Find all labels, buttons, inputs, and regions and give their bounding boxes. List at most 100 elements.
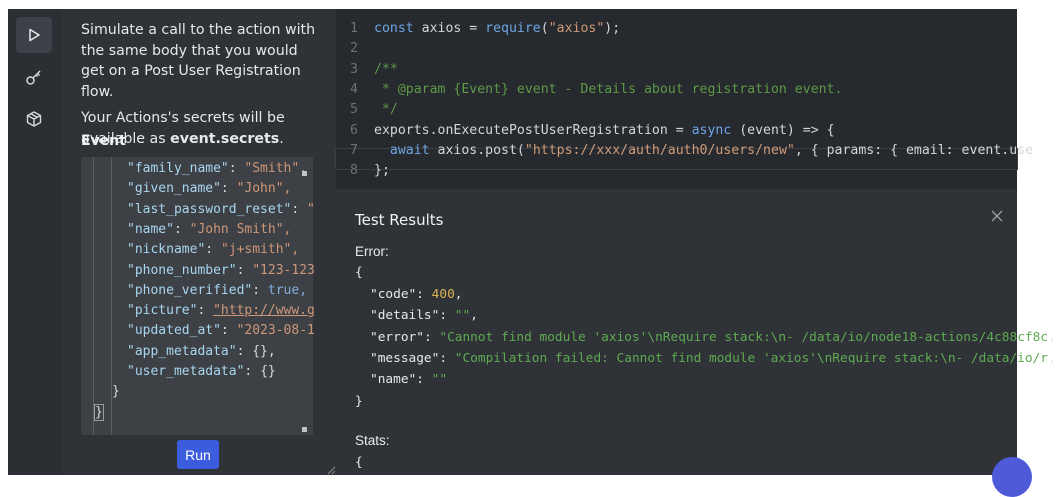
- code-string: "https://xxx/auth/auth0/users/new": [524, 142, 795, 158]
- key-icon: [26, 70, 41, 85]
- code-keyword: require: [485, 21, 541, 36]
- result-entry: "name": "": [355, 369, 1015, 390]
- result-key: "name": [370, 372, 417, 388]
- test-panel: Simulate a call to the action with the s…: [61, 9, 336, 475]
- result-key: "error": [370, 329, 424, 345]
- result-entry: "message": "Compilation failed: Cannot f…: [355, 348, 1056, 369]
- json-value: {},: [252, 343, 276, 359]
- line-number: 7: [350, 142, 358, 158]
- json-colon: :: [236, 343, 253, 359]
- code-text: /**: [374, 60, 398, 80]
- action-editor-window: Simulate a call to the action with the s…: [8, 9, 1056, 475]
- json-key: "phone_verified": [127, 282, 253, 298]
- json-line: "phone_verified": true,: [127, 281, 307, 301]
- test-results-title: Test Results: [355, 211, 444, 229]
- json-key: "picture": [127, 303, 198, 319]
- line-number: 3: [350, 61, 358, 77]
- secrets-hint: Your Actions's secrets will be available…: [81, 108, 321, 149]
- result-colon: :: [423, 329, 440, 345]
- json-value: "http://www.g: [213, 303, 315, 319]
- resize-handle-icon[interactable]: [327, 466, 336, 475]
- code-line: 3 /**: [336, 60, 1017, 80]
- code-keyword: await: [389, 142, 430, 158]
- json-colon: :: [291, 201, 308, 217]
- result-entry: "code": 400,: [355, 284, 1015, 305]
- line-number: 2: [350, 41, 358, 57]
- json-value: "123-123: [252, 262, 315, 278]
- json-key: "user_metadata": [127, 364, 245, 379]
- run-panel-tab[interactable]: [16, 17, 52, 53]
- line-number: 4: [350, 81, 358, 97]
- code-text: * @param {Event} event - Details about r…: [374, 80, 843, 100]
- json-value: "Smith",: [244, 161, 308, 176]
- json-key: "phone_number": [127, 262, 237, 278]
- result-comma: ,: [470, 308, 478, 324]
- result-entry: "error": "Cannot find module 'axios'\nRe…: [355, 327, 1056, 348]
- code-line: 2: [336, 39, 1017, 59]
- stats-open-brace: {: [355, 454, 363, 470]
- scroll-grip-top[interactable]: [302, 171, 307, 176]
- line-number: 1: [350, 21, 358, 36]
- result-value: "Cannot find module 'axios'\nRequire sta…: [439, 329, 1049, 345]
- json-line: "last_password_reset": ": [127, 200, 315, 220]
- json-line: "name": "John Smith",: [127, 220, 291, 240]
- result-comma: ,: [454, 286, 463, 302]
- secrets-name: event.secrets: [170, 130, 280, 147]
- json-close-inner: }: [112, 384, 120, 400]
- json-close-outer: }: [94, 403, 104, 423]
- json-colon: :: [252, 282, 268, 298]
- json-value: ": [307, 201, 315, 217]
- scroll-grip-bottom[interactable]: [302, 427, 307, 432]
- close-icon[interactable]: [990, 209, 1004, 223]
- code-comment: */: [374, 102, 398, 118]
- json-line: "nickname": "j+smith",: [127, 240, 299, 260]
- json-line: "picture": "http://www.g: [127, 301, 315, 321]
- play-icon: [29, 28, 40, 42]
- json-colon: :: [228, 161, 245, 176]
- package-icon: [26, 111, 42, 127]
- json-line: "user_metadata": {}: [127, 362, 276, 382]
- json-colon: :: [197, 303, 214, 319]
- code-line: 5 */: [336, 100, 1017, 120]
- result-comma: ,: [1048, 350, 1056, 366]
- json-colon: :: [220, 323, 237, 339]
- json-key: "app_metadata": [127, 343, 237, 359]
- code-text: */: [374, 100, 398, 120]
- code-keyword: const: [374, 21, 414, 36]
- code-text: };: [374, 163, 390, 179]
- secrets-panel-tab[interactable]: [16, 59, 52, 95]
- help-badge[interactable]: [992, 457, 1032, 497]
- json-key: "name": [127, 221, 174, 237]
- run-button[interactable]: Run: [177, 440, 219, 469]
- json-line: "updated_at": "2023-08-1: [127, 321, 315, 341]
- result-colon: :: [439, 350, 455, 366]
- result-open-brace: {: [355, 265, 363, 281]
- result-value: 400: [431, 286, 455, 302]
- json-colon: :: [173, 221, 190, 237]
- json-line: "app_metadata": {},: [127, 342, 276, 362]
- code-keyword: async: [691, 122, 732, 138]
- result-comma: ,: [1048, 329, 1056, 345]
- json-value: "John Smith",: [189, 221, 292, 237]
- json-colon: :: [236, 262, 253, 278]
- event-json-editor[interactable]: "family_name": "Smith","given_name": "Jo…: [81, 157, 315, 435]
- result-value: "Compilation failed: Cannot find module …: [454, 350, 1049, 366]
- json-line: "phone_number": "123-123: [127, 261, 315, 281]
- json-value: {}: [260, 364, 276, 379]
- code-text: const axios = require("axios");: [374, 21, 621, 36]
- line-number: 8: [350, 163, 358, 179]
- code-string: "axios": [548, 21, 605, 36]
- code-line: 4 * @param {Event} event - Details about…: [336, 80, 1017, 100]
- dependencies-panel-tab[interactable]: [16, 101, 52, 137]
- result-key: "details": [370, 308, 440, 324]
- json-value: "2023-08-1: [236, 323, 315, 339]
- test-description: Simulate a call to the action with the s…: [81, 20, 321, 155]
- description-text: Simulate a call to the action with the s…: [81, 22, 316, 100]
- code-line: 8};: [336, 161, 1017, 181]
- result-value: "": [454, 308, 471, 324]
- event-label: Event: [81, 133, 126, 149]
- result-close-brace: }: [355, 393, 363, 409]
- json-value: "John",: [236, 181, 292, 197]
- json-line: "family_name": "Smith",: [127, 159, 307, 179]
